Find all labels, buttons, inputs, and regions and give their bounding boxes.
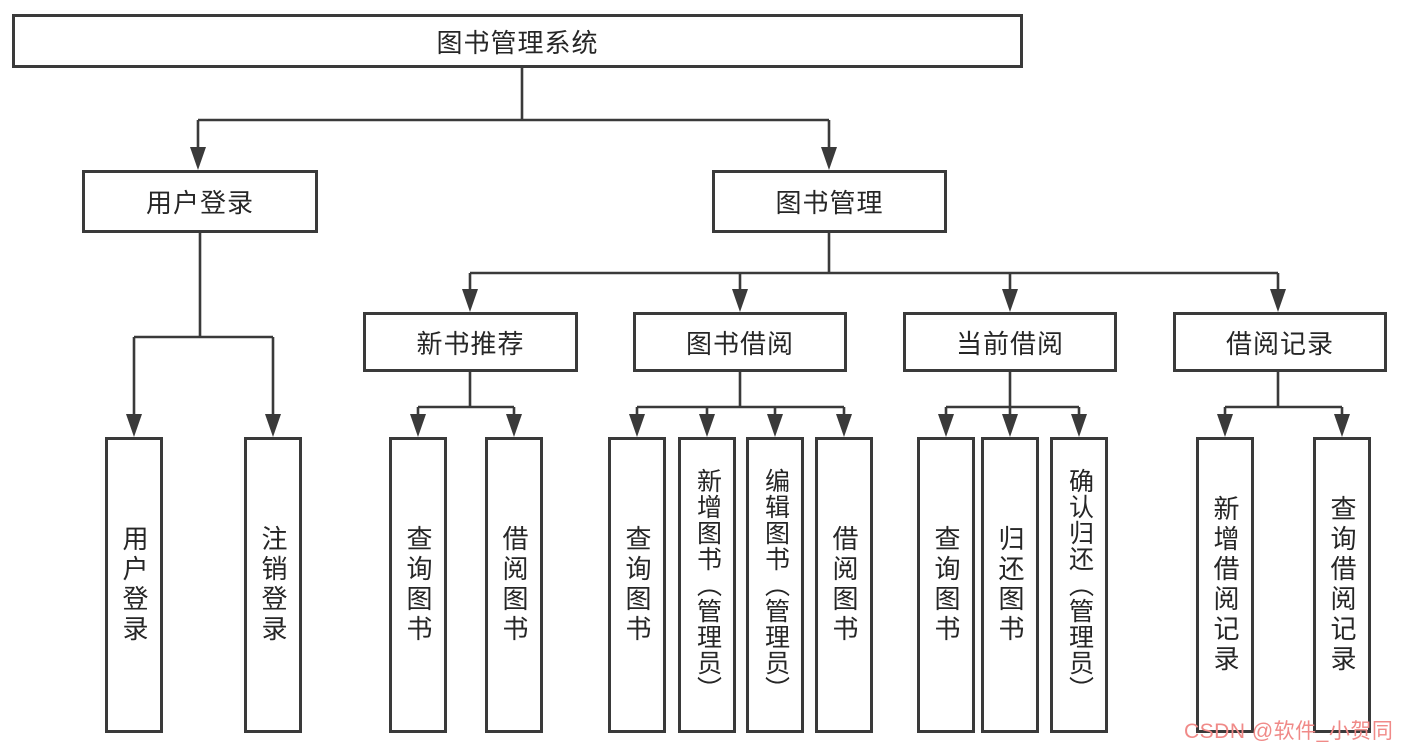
leaf-borrow-books: 借阅图书 xyxy=(815,437,873,733)
node-root-library-management-system: 图书管理系统 xyxy=(12,14,1023,68)
leaf-query-books-recommend: 查询图书 xyxy=(389,437,447,733)
node-book-management: 图书管理 xyxy=(712,170,947,233)
leaf-borrow-books-recommend: 借阅图书 xyxy=(485,437,543,733)
leaf-query-books-borrow: 查询图书 xyxy=(608,437,666,733)
leaf-add-borrow-record: 新增借阅记录 xyxy=(1196,437,1254,733)
node-current-borrow: 当前借阅 xyxy=(903,312,1117,372)
leaf-query-borrow-record: 查询借阅记录 xyxy=(1313,437,1371,733)
leaf-query-books-current: 查询图书 xyxy=(917,437,975,733)
csdn-watermark: CSDN @软件_小贺同学 xyxy=(1184,720,1394,743)
leaf-logout: 注销登录 xyxy=(244,437,302,733)
leaf-return-books: 归还图书 xyxy=(981,437,1039,733)
leaf-edit-books-admin: 编辑图书（管理员） xyxy=(746,437,804,733)
leaf-confirm-return-admin: 确认归还（管理员） xyxy=(1050,437,1108,733)
leaf-user-login: 用户登录 xyxy=(105,437,163,733)
node-user-login: 用户登录 xyxy=(82,170,318,233)
arrowheads xyxy=(126,147,1350,437)
leaf-add-books-admin: 新增图书（管理员） xyxy=(678,437,736,733)
node-borrow-record: 借阅记录 xyxy=(1173,312,1387,372)
node-book-borrow: 图书借阅 xyxy=(633,312,847,372)
node-new-book-recommend: 新书推荐 xyxy=(363,312,578,372)
